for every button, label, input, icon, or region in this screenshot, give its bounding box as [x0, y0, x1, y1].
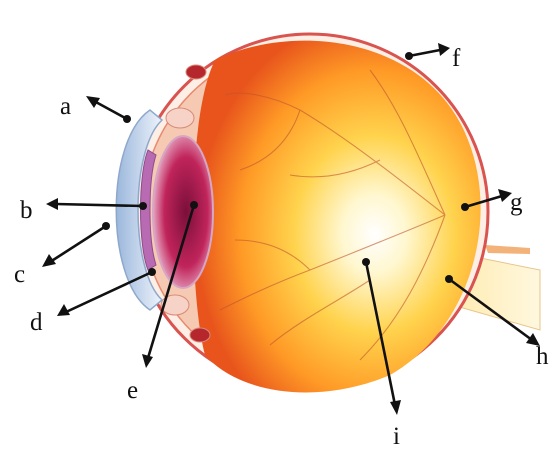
label-a: a [60, 93, 71, 120]
label-i: i [393, 423, 400, 450]
label-b: b [20, 197, 33, 224]
label-c: c [14, 261, 25, 288]
label-g: g [510, 189, 523, 216]
lens [153, 136, 213, 288]
label-h: h [536, 343, 549, 370]
label-e: e [127, 377, 138, 404]
label-f: f [452, 45, 461, 72]
label-d: d [30, 309, 43, 336]
